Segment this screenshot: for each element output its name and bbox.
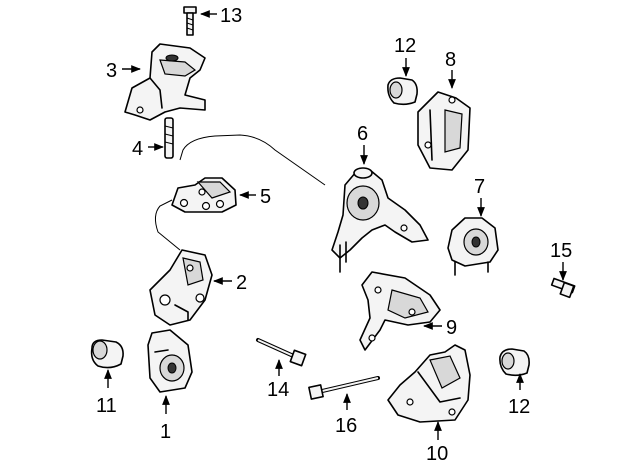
part-10-lower-bracket[interactable] bbox=[387, 344, 471, 423]
part-1-lower-mount[interactable] bbox=[147, 329, 193, 393]
part-11-bushing[interactable] bbox=[90, 339, 124, 369]
callout-5: 5 bbox=[260, 186, 271, 208]
callout-arrows bbox=[104, 10, 567, 440]
part-7-mount[interactable] bbox=[447, 217, 499, 276]
connector-line-lower bbox=[154, 199, 181, 251]
part-6-transmission-mount[interactable] bbox=[331, 167, 429, 273]
part-5-mount-bracket[interactable] bbox=[171, 177, 237, 213]
part-14-long-bolt[interactable] bbox=[256, 338, 307, 367]
callout-11: 11 bbox=[96, 395, 117, 417]
part-12-bushing-lower[interactable] bbox=[499, 348, 530, 377]
part-3-upper-bracket[interactable] bbox=[124, 43, 206, 121]
callout-4: 4 bbox=[132, 138, 143, 160]
callout-7: 7 bbox=[474, 176, 485, 198]
callout-16: 16 bbox=[335, 415, 357, 437]
part-13-bolt[interactable] bbox=[183, 6, 197, 36]
callout-14: 14 bbox=[267, 379, 289, 401]
callout-3: 3 bbox=[106, 60, 117, 82]
part-9-large-bracket[interactable] bbox=[359, 271, 441, 351]
part-12-bushing-upper[interactable] bbox=[387, 77, 418, 106]
part-4-stud[interactable] bbox=[164, 117, 174, 159]
callout-15: 15 bbox=[550, 240, 572, 262]
callout-labels: 13 3 4 5 2 11 1 12 8 6 7 15 9 14 16 10 1… bbox=[96, 5, 572, 465]
part-15-bolt[interactable] bbox=[550, 277, 576, 299]
callout-12-bottom: 12 bbox=[508, 396, 530, 418]
part-16-long-bolt[interactable] bbox=[308, 376, 380, 400]
callout-1: 1 bbox=[160, 421, 171, 443]
callout-8: 8 bbox=[445, 49, 456, 71]
part-8-bracket-plate[interactable] bbox=[417, 91, 471, 171]
part-2-engine-bracket[interactable] bbox=[149, 249, 213, 326]
callout-10: 10 bbox=[426, 443, 448, 465]
callout-6: 6 bbox=[357, 123, 368, 145]
callout-2: 2 bbox=[236, 272, 247, 294]
connector-line-upper bbox=[179, 134, 326, 186]
callout-9: 9 bbox=[446, 317, 457, 339]
callout-13: 13 bbox=[220, 5, 242, 27]
callout-12-top: 12 bbox=[394, 35, 416, 57]
